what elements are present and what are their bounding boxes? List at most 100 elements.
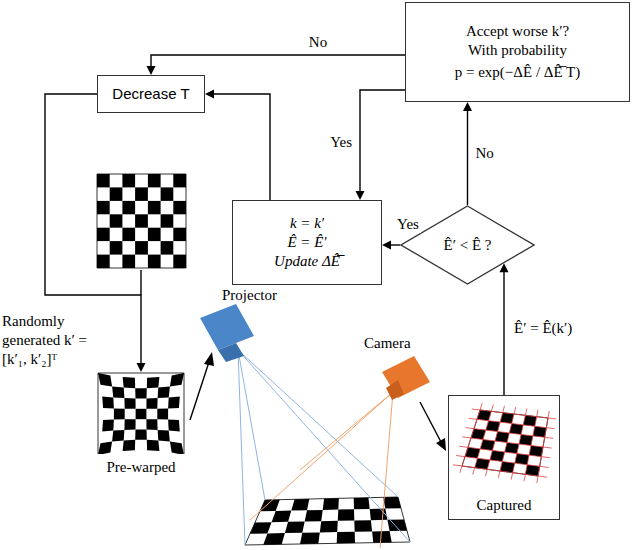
board-square: [158, 430, 170, 442]
node-text: Ê′ < Ê ?: [444, 236, 492, 255]
connector: [463, 102, 472, 205]
board-square: [110, 187, 123, 201]
arrow-head: [463, 102, 472, 111]
edge-label: Yes: [395, 215, 421, 233]
board-square: [148, 174, 161, 187]
board-square: [173, 174, 186, 187]
board-square: [338, 509, 355, 521]
board-square: [102, 396, 114, 408]
connector-line: [151, 55, 405, 68]
board-square: [136, 409, 147, 419]
connector: [147, 55, 406, 75]
edge-label: Ê′ = Ê(k′): [512, 319, 574, 337]
board-square: [323, 498, 339, 510]
arrow-head: [382, 241, 391, 250]
connector: [205, 90, 270, 201]
annotation-label: Randomly generated k′ = [k′₁, k′₂]ᵀ: [2, 312, 102, 368]
board-square: [354, 520, 372, 532]
prewarped-board: [97, 372, 185, 454]
connector: [45, 94, 146, 372]
board-square: [122, 255, 135, 268]
board-square: [161, 187, 174, 201]
node-text: Accept worse k′?: [466, 22, 569, 41]
process-box: Decrease T: [97, 75, 205, 113]
fitted-line: [536, 411, 548, 483]
board-square: [158, 386, 170, 398]
connector-line: [212, 94, 270, 200]
projection-surface: [245, 497, 410, 545]
board-square: [135, 214, 148, 227]
connector-line: [360, 90, 405, 193]
arrow-head: [137, 363, 146, 372]
annotation-label: Camera: [364, 334, 411, 353]
edge-label: Yes: [328, 133, 354, 151]
merge-line: [140, 270, 141, 295]
edge-label: No: [307, 33, 329, 51]
board-square: [157, 409, 168, 420]
board-square: [320, 521, 338, 533]
board-square: [148, 255, 161, 268]
board-square: [148, 201, 161, 214]
connector: [500, 263, 509, 395]
board-square: [170, 373, 184, 386]
board-square: [168, 396, 180, 408]
board-square: [148, 228, 161, 241]
board-square: [170, 442, 184, 455]
board-square: [387, 520, 407, 532]
board-square: [112, 430, 124, 442]
board-square: [147, 440, 160, 451]
board-square: [173, 228, 186, 241]
board-square: [98, 442, 112, 455]
board-square: [300, 532, 320, 544]
connector: [356, 90, 406, 200]
board-square: [97, 174, 110, 187]
fitted-line: [456, 456, 549, 468]
board-outline: [97, 174, 186, 268]
board-square: [98, 373, 112, 386]
node-text: Captured: [477, 496, 532, 515]
diamond-shape: [401, 206, 534, 284]
board-square: [305, 510, 323, 522]
board-square: [135, 388, 147, 398]
board-square: [146, 419, 157, 430]
board-square: [147, 377, 160, 388]
node-text: Pre-warped: [106, 458, 175, 477]
node-text: Decrease T: [112, 85, 189, 104]
arrow-head: [147, 66, 156, 75]
node-text: Ê = Ê′: [287, 233, 326, 252]
board-square: [354, 498, 370, 510]
board-square: [383, 497, 401, 509]
edge-label: No: [474, 144, 496, 162]
board-square: [97, 255, 110, 268]
fitted-line: [459, 446, 550, 458]
connector-line: [503, 270, 504, 395]
fitted-line: [511, 408, 527, 479]
board-square: [122, 228, 135, 241]
board-square: [112, 386, 124, 398]
board-square: [161, 241, 174, 255]
board-square: [260, 500, 280, 512]
board-square: [173, 201, 186, 214]
board-square: [272, 511, 292, 523]
board-square: [122, 174, 135, 187]
fitted-line: [462, 437, 551, 448]
connector-line: [467, 109, 468, 205]
checkerboard-pattern: [97, 174, 186, 268]
board-outline: [98, 373, 184, 454]
update-box: k = k′Ê = Ê′Update ΔÊ̅: [232, 200, 382, 285]
arrow-camera-captured: [420, 402, 446, 451]
prewarped-image: Pre-warped: [97, 372, 185, 477]
node-text: k = k′: [290, 214, 324, 233]
board-square: [372, 531, 392, 543]
board-square: [146, 398, 157, 409]
board-square: [122, 201, 135, 214]
projector-symbol: [200, 304, 254, 362]
board-square: [135, 430, 147, 440]
board-square: [123, 377, 136, 388]
decision-box: Accept worse k′?With probabilityp = exp(…: [405, 2, 630, 102]
board-square: [291, 499, 309, 511]
board-square: [532, 426, 545, 437]
node-text: Update ΔÊ̅: [274, 252, 340, 271]
board-square: [135, 241, 148, 255]
